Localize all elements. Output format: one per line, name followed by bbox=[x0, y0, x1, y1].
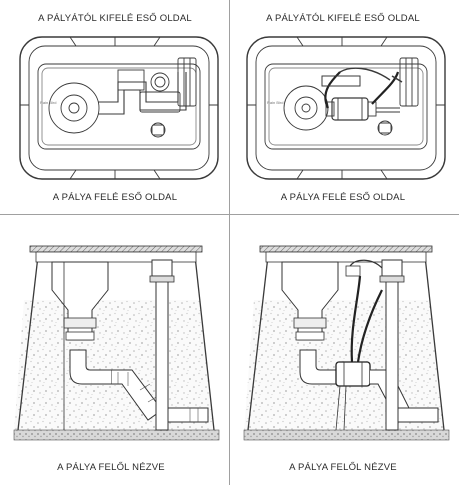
svg-text:Rain Bird: Rain Bird bbox=[40, 100, 56, 105]
svg-text:Rain Bird: Rain Bird bbox=[267, 100, 283, 105]
plan-view-left: Rain Bird bbox=[19, 36, 219, 180]
top-right-bottom-label: A PÁLYA FELÉ ESŐ OLDAL bbox=[281, 192, 405, 203]
section-view-left bbox=[13, 245, 220, 441]
top-left-bottom-label: A PÁLYA FELÉ ESŐ OLDAL bbox=[53, 192, 177, 203]
section-view-right bbox=[243, 245, 450, 441]
bottom-left-label: A PÁLYA FELŐL NÉZVE bbox=[57, 462, 165, 473]
bottom-right-label: A PÁLYA FELŐL NÉZVE bbox=[289, 462, 397, 473]
plan-view-right: Rain Bird bbox=[246, 36, 446, 180]
top-left-top-label: A PÁLYÁTÓL KIFELÉ ESŐ OLDAL bbox=[38, 13, 192, 24]
top-right-top-label: A PÁLYÁTÓL KIFELÉ ESŐ OLDAL bbox=[266, 13, 420, 24]
